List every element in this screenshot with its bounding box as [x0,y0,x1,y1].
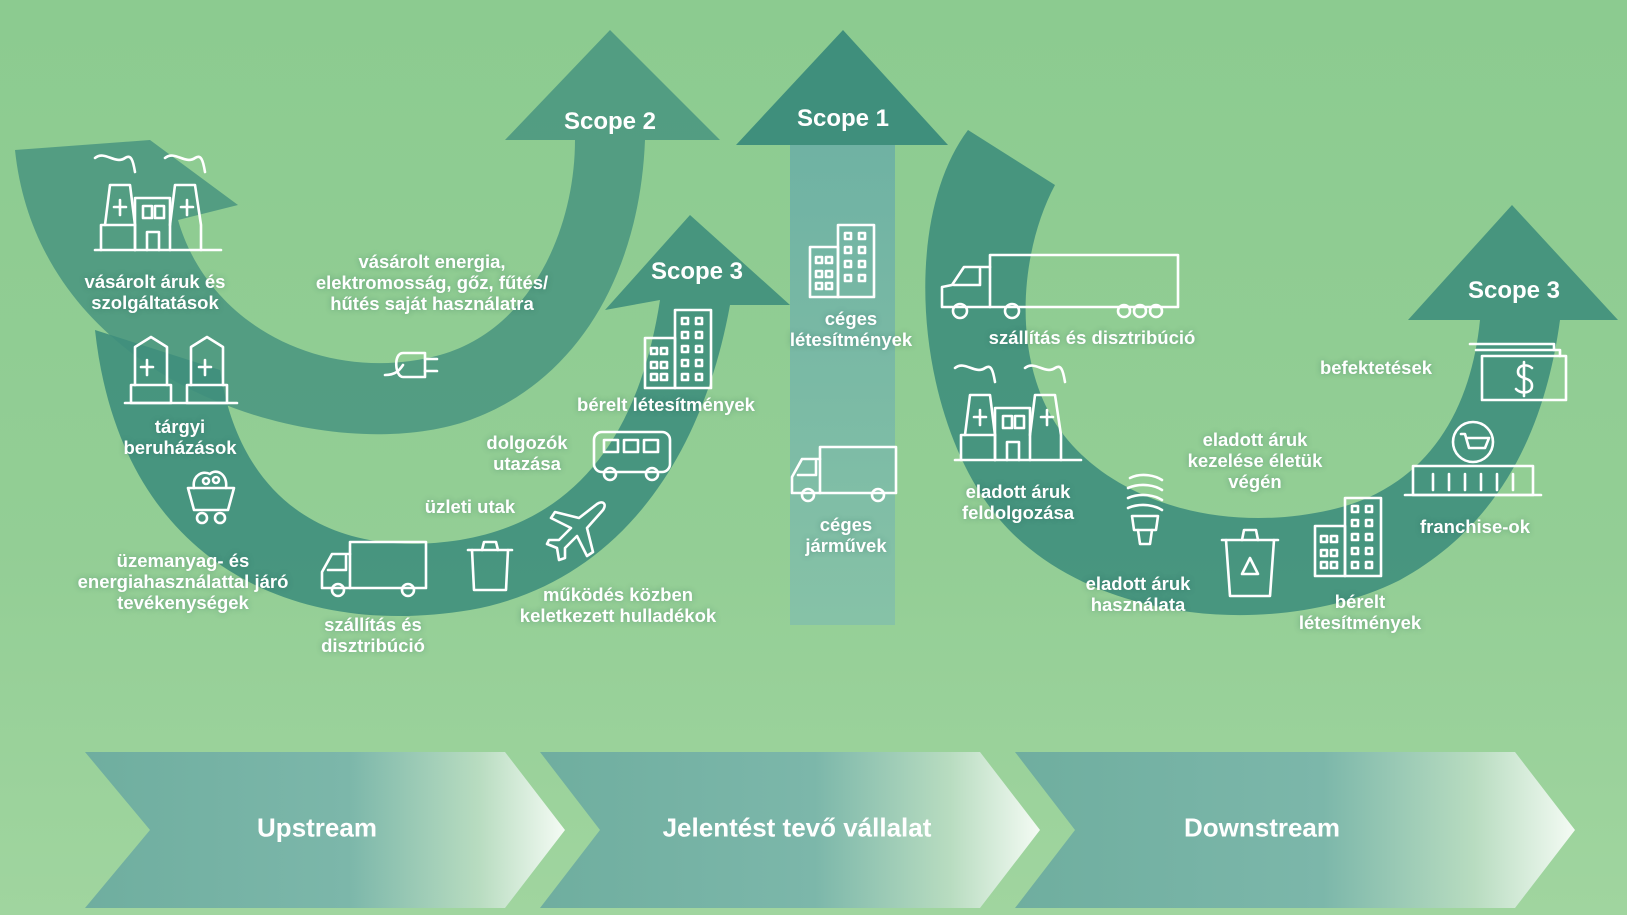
scope2-arrow [15,30,720,435]
processing-label: eladott áruk feldolgozása [961,481,1075,523]
scope2-label: Scope 2 [563,108,657,135]
investments-label: befektetések [1319,357,1433,378]
end-of-life-label: eladott áruk kezelése életük végén [1187,429,1323,492]
company-truck-icon [790,445,898,503]
scope3-downstream-label: Scope 3 [1467,277,1561,304]
fuel-cart-icon [186,470,236,525]
downstream-transport-label: szállítás és disztribúció [988,327,1196,348]
money-icon [1468,342,1568,402]
bus-icon [592,430,672,482]
capital-goods-label: tárgyi beruházások [123,416,237,458]
lightbulb-icon [1126,473,1164,546]
upstream-leased-label: bérelt létesítmények [577,394,755,415]
processing-factory-icon [953,364,1083,462]
chevron-upstream [85,752,565,908]
franchise-store-icon [1403,420,1543,497]
recycle-bin-icon [1220,528,1280,598]
chevron-company-label: Jelentést tevő vállalat [662,812,932,843]
chevron-downstream-label: Downstream [1183,812,1341,843]
scope3-downstream-arrow [925,130,1618,616]
scope3-upstream-arrow [95,215,790,617]
chevron-company [540,752,1040,908]
capital-goods-icon [123,335,239,405]
product-use-label: eladott áruk használata [1085,573,1191,615]
purchased-goods-label: vásárolt áruk és szolgáltatások [84,271,226,313]
scope1-arrow [736,30,948,625]
purchased-energy-label: vásárolt energia, elektromosság, gőz, fű… [315,251,549,314]
downstream-leased-label: bérelt létesítmények [1298,591,1422,633]
airplane-icon [545,501,606,562]
building-icon [643,308,713,390]
factory-icon [93,154,223,252]
scope3-upstream-label: Scope 3 [650,258,744,285]
franchises-label: franchise-ok [1419,516,1531,537]
chevron-downstream [1015,752,1575,908]
company-facilities-label: céges létesítmények [789,308,913,350]
business-travel-label: üzleti utak [424,496,516,517]
fuel-energy-label: üzemanyag- és energiahasználattal járó t… [77,550,289,613]
company-vehicles-label: céges járművek [805,514,887,556]
truck-icon [320,540,428,598]
upstream-transport-label: szállítás és disztribúció [321,614,425,656]
scope1-label: Scope 1 [796,105,890,132]
chevron-upstream-label: Upstream [257,812,377,843]
leased-building-icon [1313,496,1383,578]
semi-truck-icon [940,253,1180,320]
company-building-icon [808,223,876,299]
plug-icon [383,351,439,379]
trash-icon [466,540,514,592]
waste-label: működés közben keletkezett hulladékok [519,584,717,626]
commuting-label: dolgozók utazása [486,432,568,474]
